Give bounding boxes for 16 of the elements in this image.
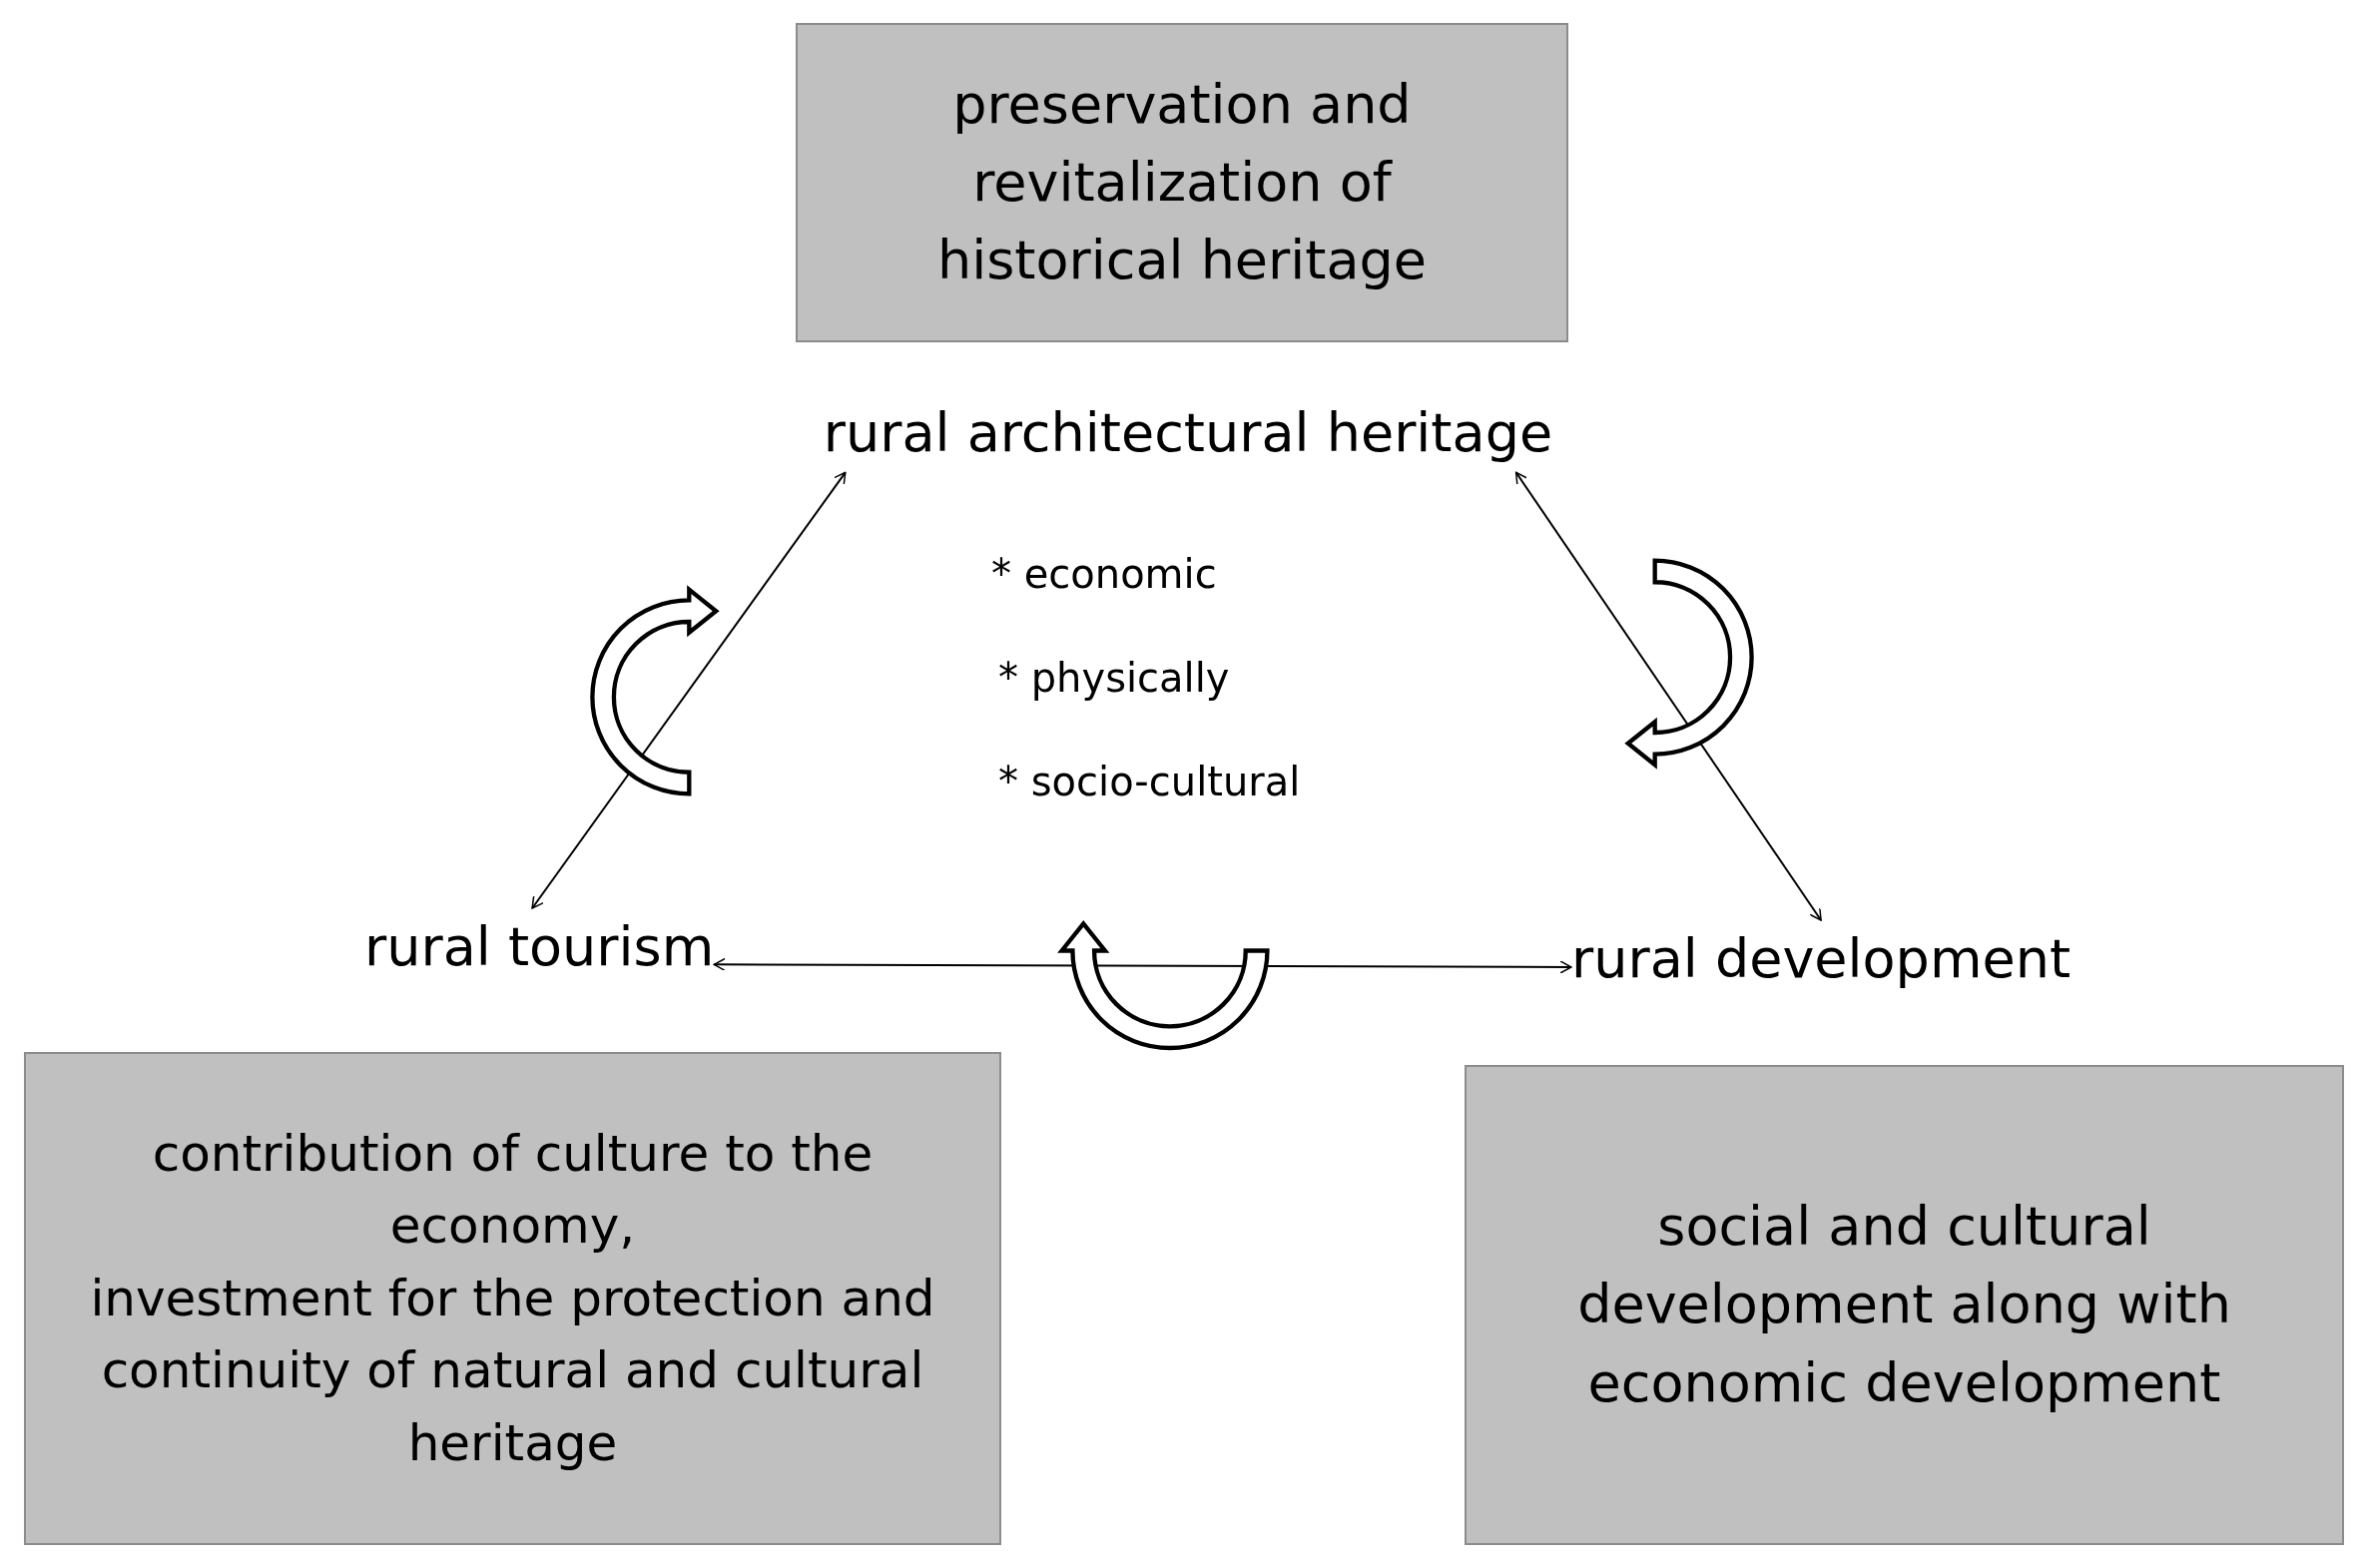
text-box: [24, 1052, 1001, 1545]
double-arrow: [531, 471, 847, 909]
aspect-label: * physically: [998, 655, 1230, 701]
aspect-label: * economic: [991, 551, 1217, 597]
double-arrow: [1514, 471, 1823, 921]
box-text: preservation and revitalization of historical heritage: [935, 71, 1429, 294]
text-box: [796, 23, 1568, 342]
double-arrow: [713, 957, 1572, 974]
aspect-label: * socio-cultural: [998, 759, 1301, 804]
concept-label: rural tourism: [364, 908, 715, 987]
text-box: [1465, 1065, 2344, 1545]
concept-label: rural architectural heritage: [823, 394, 1553, 473]
box-text: contribution of culture to the economy,: [151, 1123, 875, 1258]
concept-label: rural development: [1571, 920, 2071, 999]
box-text: social and cultural development along with economic development: [1576, 1194, 2232, 1416]
box-text: investment for the protection and continuity of natural and cultural heritage: [89, 1268, 936, 1474]
